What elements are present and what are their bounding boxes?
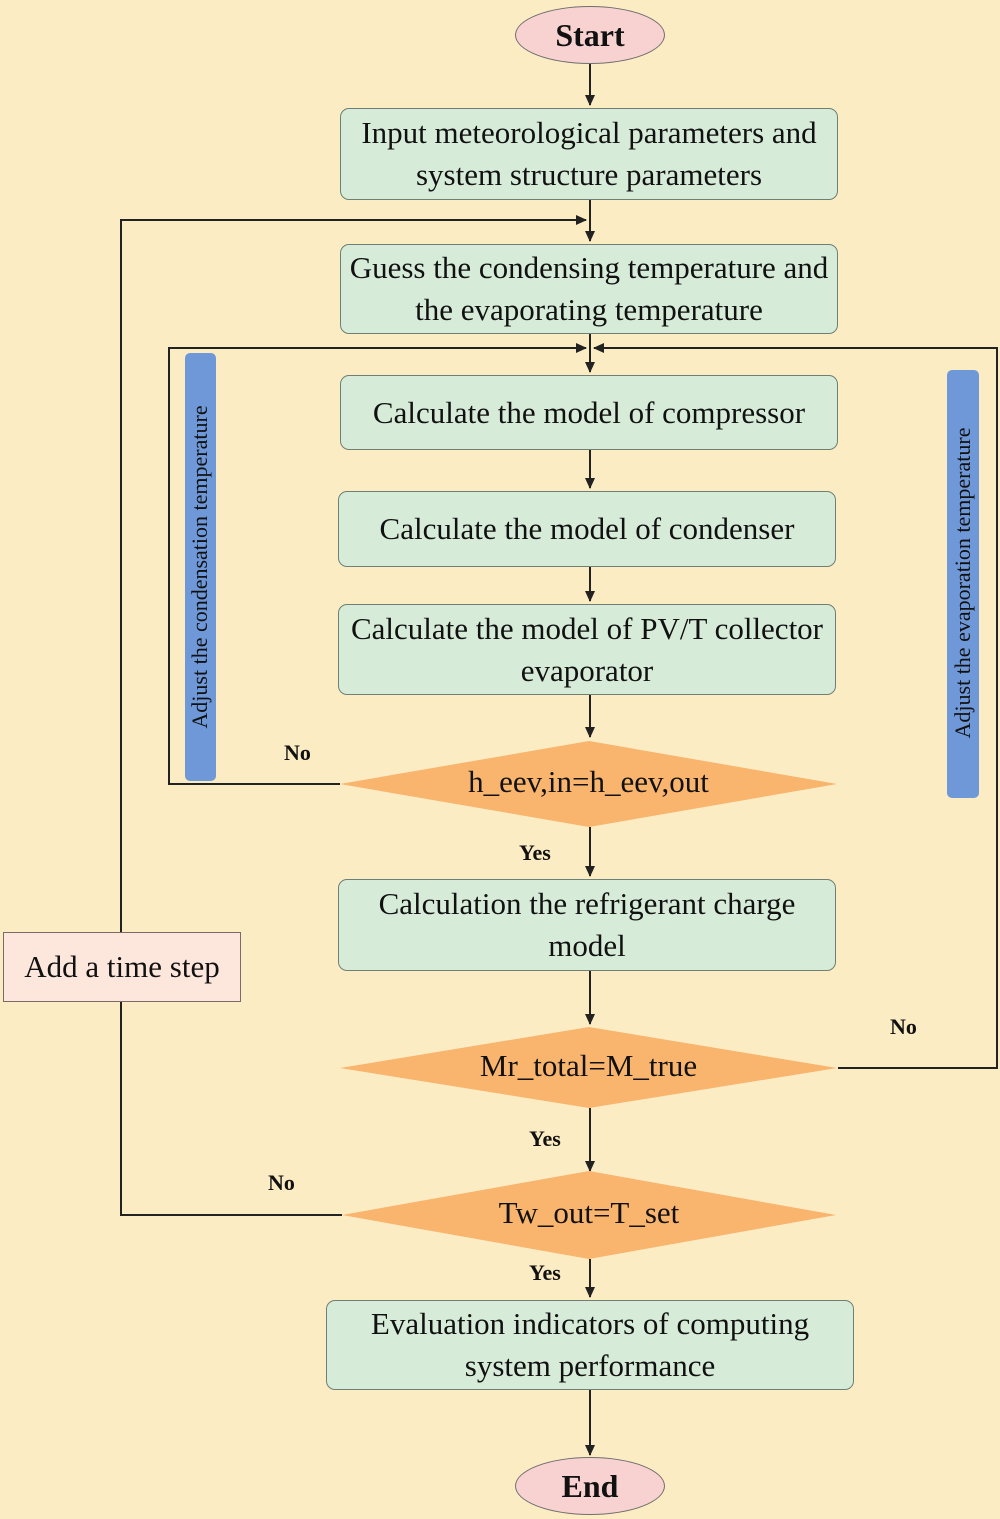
compressor-box: Calculate the model of compressor: [340, 375, 838, 450]
adjust-condensation-label: Adjust the condensation temperature: [187, 405, 212, 729]
decision-mass-shape: [340, 1027, 837, 1108]
decision-mass-label: Mr_total=M_true: [479, 1048, 698, 1083]
end-terminal: End: [515, 1457, 665, 1515]
edge-label-enthalpy-no: No: [284, 740, 311, 765]
evaluation-box: Evaluation indicators of computing syste…: [326, 1300, 854, 1390]
edge-label-water-no: No: [268, 1170, 295, 1195]
input-params-box: Input meteorological parameters and syst…: [340, 108, 838, 200]
loop-time-step: [120, 215, 587, 932]
refrigerant-charge-box: Calculation the refrigerant charge model: [338, 879, 836, 971]
loop-adjust-condensation: [168, 343, 587, 785]
decision-water-temp-shape: [342, 1171, 836, 1259]
adjust-evaporation-bar: [947, 370, 979, 798]
loop-adjust-evaporation: [593, 343, 998, 1069]
edge-label-mass-yes: Yes: [529, 1126, 561, 1151]
edge-label-mass-no: No: [890, 1014, 917, 1039]
adjust-evaporation-label: Adjust the evaporation temperature: [950, 427, 975, 739]
guess-temps-box: Guess the condensing temperature and the…: [340, 244, 838, 334]
start-terminal: Start: [515, 6, 665, 64]
loop-water-no: [120, 1002, 342, 1216]
condenser-box: Calculate the model of condenser: [338, 491, 836, 567]
decision-enthalpy-label: h_eev,in=h_eev,out: [468, 764, 709, 799]
decision-water-temp-label: Tw_out=T_set: [498, 1195, 680, 1230]
adjust-condensation-bar: [185, 353, 216, 781]
decision-enthalpy-shape: [340, 741, 837, 827]
edge-label-enthalpy-yes: Yes: [519, 840, 551, 865]
edge-label-water-yes: Yes: [529, 1260, 561, 1285]
time-step-box: Add a time step: [3, 932, 241, 1002]
pvt-evaporator-box: Calculate the model of PV/T collector ev…: [338, 604, 836, 695]
